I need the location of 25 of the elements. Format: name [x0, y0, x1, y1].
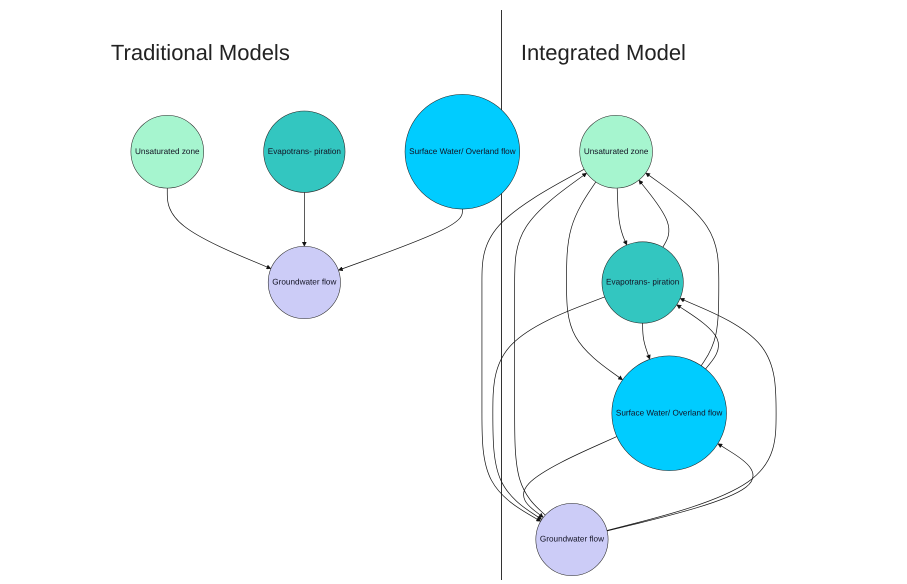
- node-circle: Evapotrans- piration: [263, 110, 346, 193]
- arrow: [642, 322, 651, 360]
- arrow: [523, 436, 618, 518]
- arrow: [302, 192, 307, 247]
- section-heading: Integrated Model: [520, 40, 686, 66]
- arrow: [166, 188, 272, 270]
- section-heading: Traditional Models: [110, 40, 290, 66]
- arrow: [492, 296, 605, 520]
- arrow: [616, 188, 628, 246]
- node-circle: Unsaturated zone: [579, 115, 653, 188]
- node-circle: Groundwater flow: [268, 246, 341, 319]
- arrow: [638, 180, 670, 248]
- arrow: [514, 172, 587, 516]
- node-circle: Evapotrans- piration: [602, 242, 684, 324]
- node-circle: Surface Water/ Overland flow: [404, 94, 520, 210]
- node-circle: Groundwater flow: [536, 503, 608, 576]
- arrow: [606, 298, 776, 531]
- arrow: [482, 168, 585, 522]
- arrow: [676, 304, 719, 370]
- arrow: [338, 208, 463, 271]
- arrow: [645, 172, 720, 366]
- node-circle: Surface Water/ Overland flow: [612, 356, 727, 471]
- arrow: [566, 182, 623, 380]
- arrow: [606, 443, 754, 532]
- node-circle: Unsaturated zone: [130, 115, 204, 188]
